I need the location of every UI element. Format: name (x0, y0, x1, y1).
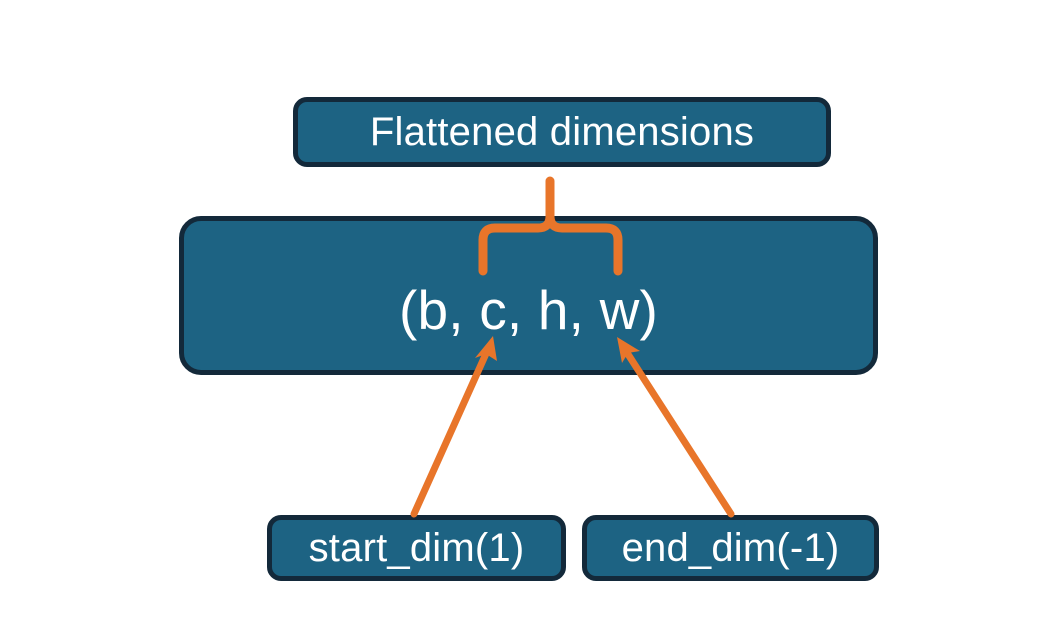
shape-tuple-box: (b, c, h, w) (179, 216, 878, 375)
shape-tuple-label: (b, c, h, w) (398, 279, 659, 341)
end-dim-label: end_dim(-1) (621, 526, 840, 570)
end-dim-box: end_dim(-1) (582, 515, 879, 581)
flattened-dimensions-box: Flattened dimensions (293, 97, 831, 167)
flattened-dimensions-label: Flattened dimensions (369, 110, 755, 154)
start-dim-box: start_dim(1) (267, 515, 566, 581)
start-dim-label: start_dim(1) (308, 526, 525, 570)
